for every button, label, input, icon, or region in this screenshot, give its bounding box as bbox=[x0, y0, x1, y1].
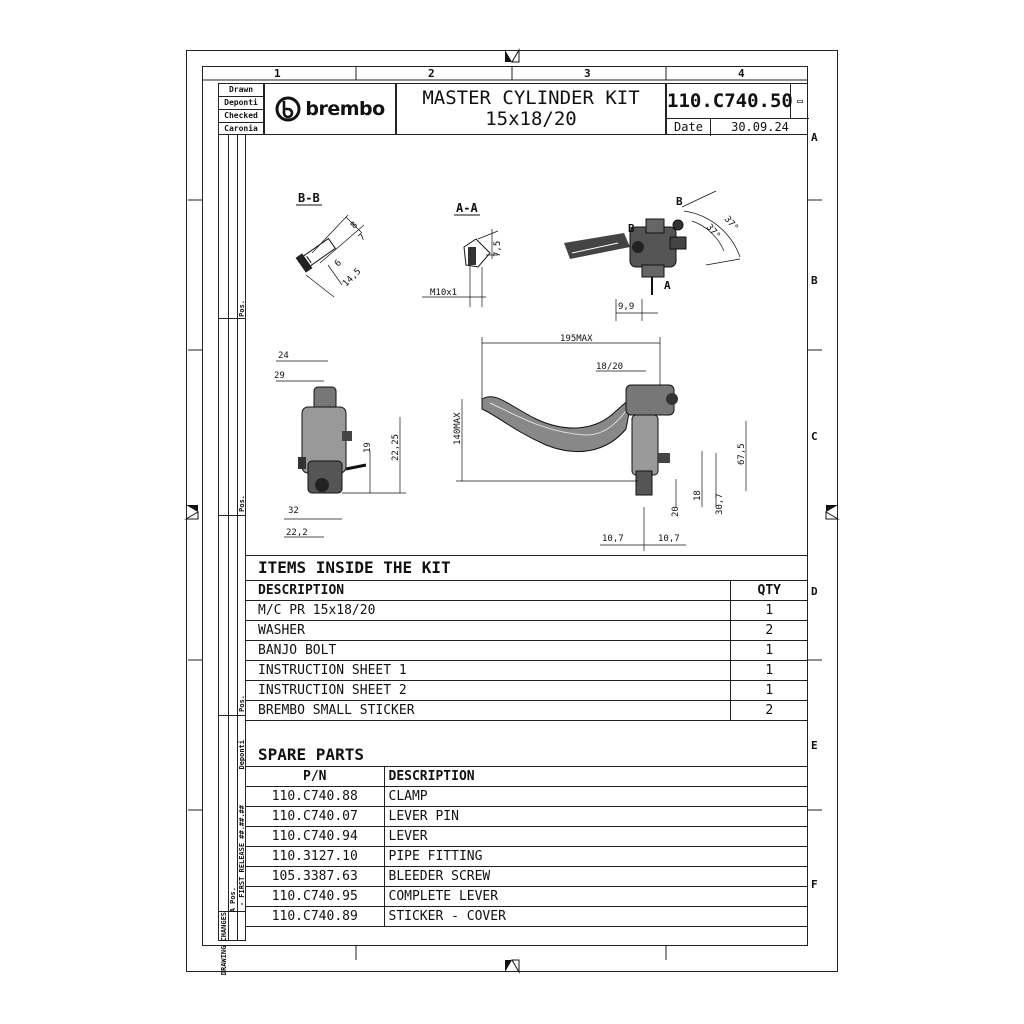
drawing-outer-frame bbox=[186, 50, 838, 972]
isometric-view: B B A 37° 37° 9,9 bbox=[564, 190, 741, 321]
dim-main-5: 30,7 bbox=[715, 493, 725, 515]
dim-aa-1: 7,5 bbox=[493, 241, 503, 257]
marker-a: A bbox=[664, 279, 671, 292]
date-label: Date bbox=[667, 119, 711, 136]
marker-b-2: B bbox=[676, 195, 683, 208]
date-value: 30.09.24 bbox=[731, 120, 789, 134]
checked-label: Checked bbox=[219, 110, 263, 123]
dim-main-6: 18 bbox=[693, 490, 703, 501]
dim-side-4: 19 bbox=[363, 442, 373, 453]
dim-main-2: 18/20 bbox=[596, 362, 623, 372]
spare-section-title: SPARE PARTS bbox=[258, 745, 364, 764]
marker-b-1: B bbox=[628, 222, 635, 235]
zone-row-b: B bbox=[811, 274, 818, 287]
title-line-2: 15x18/20 bbox=[485, 108, 577, 130]
revision-sidebar: Pos. Pos. Pos. Deponti - FIRST RELEASE #… bbox=[218, 135, 246, 975]
pos-label-2: Pos. bbox=[238, 495, 246, 512]
dim-side-2: 29 bbox=[274, 371, 285, 381]
kit-header-row: DESCRIPTION QTY bbox=[246, 580, 808, 601]
checked-by-name: Caronia bbox=[224, 124, 258, 133]
zone-row-c: C bbox=[811, 430, 818, 443]
brand-wordmark: brembo bbox=[305, 98, 385, 120]
dim-aa-2: M10x1 bbox=[430, 288, 457, 298]
brembo-mark-icon bbox=[275, 96, 301, 122]
drawing-title: MASTER CYLINDER KIT 15x18/20 bbox=[396, 83, 666, 135]
spare-col-pn: P/N bbox=[246, 766, 385, 787]
kit-col-description: DESCRIPTION bbox=[246, 580, 731, 601]
approval-block: Drawn Deponti Checked Caronia bbox=[218, 83, 264, 135]
deponti-sidebar: Deponti bbox=[238, 740, 246, 770]
spare-col-description: DESCRIPTION bbox=[383, 766, 808, 787]
technical-drawing: B-B 8 7 6 14,5 A-A 7,5 M10x1 bbox=[274, 190, 747, 551]
dim-main-7: 20 bbox=[671, 506, 681, 517]
brand-logo: brembo bbox=[264, 83, 396, 135]
dim-side-3: 22,25 bbox=[391, 434, 401, 461]
revision-box: ▭ bbox=[791, 84, 809, 119]
dim-main-1: 195MAX bbox=[560, 334, 593, 344]
dim-bb-4: 14,5 bbox=[341, 267, 363, 289]
section-bb-label: B-B bbox=[298, 191, 320, 205]
main-lever-view: 195MAX 18/20 140MAX 67,5 30,7 18 20 10,7… bbox=[453, 334, 747, 551]
zone-column-2: 2 bbox=[428, 67, 435, 80]
drawing-changes-label: DRAWING CHANGES bbox=[220, 912, 228, 976]
dim-angle-1: 37° bbox=[722, 215, 740, 234]
first-release-label: - FIRST RELEASE ##.##.## bbox=[238, 805, 246, 907]
title-line-1: MASTER CYLINDER KIT bbox=[422, 87, 640, 109]
dim-iso-width: 9,9 bbox=[618, 302, 634, 312]
dim-main-4: 67,5 bbox=[737, 443, 747, 465]
dim-side-5: 32 bbox=[288, 506, 299, 516]
pos-label-3: Pos. bbox=[238, 695, 246, 712]
zone-row-d: D bbox=[811, 585, 818, 598]
dim-bb-2: 7 bbox=[357, 232, 368, 243]
section-bb-view: B-B 8 7 6 14,5 bbox=[295, 191, 368, 298]
kit-col-qty: QTY bbox=[729, 580, 808, 601]
drawn-by-name: Deponti bbox=[219, 97, 263, 110]
zone-column-1: 1 bbox=[274, 67, 281, 80]
spare-header-row: P/N DESCRIPTION bbox=[246, 766, 808, 787]
side-view: 24 29 22,25 19 32 22,2 bbox=[274, 351, 406, 538]
drawing-inner-frame bbox=[202, 66, 808, 946]
pos-label-1: Pos. bbox=[238, 300, 246, 317]
zone-row-a: A bbox=[811, 131, 818, 144]
dim-angle-2: 37° bbox=[704, 223, 722, 242]
dim-side-1: 24 bbox=[278, 351, 289, 361]
pos-label-4: A Pos. bbox=[229, 887, 237, 913]
bb-part bbox=[295, 237, 336, 273]
zone-column-3: 3 bbox=[584, 67, 591, 80]
dim-main-3: 140MAX bbox=[453, 412, 463, 445]
drawn-label: Drawn bbox=[219, 84, 263, 97]
kit-section-title: ITEMS INSIDE THE KIT bbox=[258, 558, 451, 577]
part-number: 110.C740.50 bbox=[667, 84, 793, 119]
dim-bb-1: 8 bbox=[349, 220, 360, 231]
zone-row-e: E bbox=[811, 739, 818, 752]
part-number-block: 110.C740.50 ▭ Date 30.09.24 bbox=[666, 83, 809, 136]
dim-bb-3: 6 bbox=[333, 258, 344, 269]
section-aa-view: A-A 7,5 M10x1 bbox=[422, 201, 503, 307]
dim-main-8: 10,7 bbox=[602, 534, 624, 544]
section-aa-label: A-A bbox=[456, 201, 478, 215]
dim-main-9: 10,7 bbox=[658, 534, 680, 544]
zone-column-4: 4 bbox=[738, 67, 745, 80]
zone-row-f: F bbox=[811, 878, 818, 891]
dim-side-6: 22,2 bbox=[286, 528, 308, 538]
